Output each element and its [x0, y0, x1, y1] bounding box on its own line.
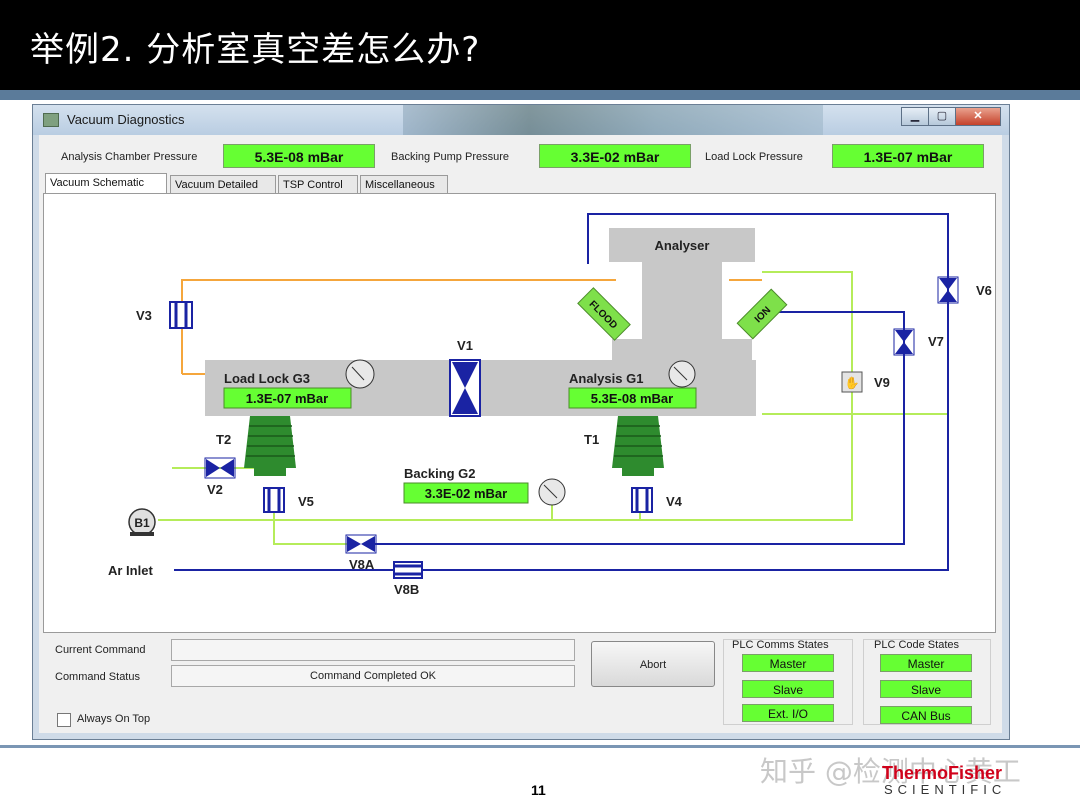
ar-inlet-label: Ar Inlet — [108, 563, 153, 578]
plc-code-group: PLC Code States Master Slave CAN Bus — [863, 639, 991, 725]
analyser-head — [609, 228, 755, 262]
analysis-gauge-label: Analysis G1 — [569, 371, 643, 386]
analysis-chamber-pressure-value: 5.3E-08 mBar — [223, 144, 375, 168]
hand-icon: ✋ — [845, 376, 860, 390]
maximize-button[interactable]: ▢ — [928, 107, 956, 126]
valve-v7[interactable] — [893, 328, 915, 356]
turbo-pump-t2[interactable] — [244, 416, 296, 476]
command-area: Current Command Command Status Command C… — [43, 635, 996, 730]
load-lock-gauge-label: Load Lock G3 — [224, 371, 310, 386]
valve-v2[interactable] — [204, 457, 236, 479]
page-number: 11 — [531, 782, 546, 798]
command-status-label: Command Status — [55, 671, 140, 683]
always-on-top-label: Always On Top — [77, 713, 151, 725]
v9-label: V9 — [874, 375, 890, 390]
footer-line — [0, 745, 1080, 748]
load-lock-gauge-icon — [345, 359, 375, 389]
plc-code-title: PLC Code States — [874, 639, 959, 651]
valve-v9[interactable]: ✋ — [841, 371, 863, 393]
vacuum-schematic-panel: Analyser FLOOD ION Load Lock G3 1.3E-07 … — [43, 193, 996, 633]
plc-code-master[interactable]: Master — [880, 654, 972, 672]
valve-v8a[interactable] — [345, 534, 377, 554]
backing-gauge-icon — [538, 478, 566, 506]
t1-label: T1 — [584, 432, 599, 447]
v3-label: V3 — [136, 308, 152, 323]
analysis-gauge-icon — [668, 360, 696, 388]
blue-argon-lines — [174, 213, 949, 571]
b1-label: B1 — [134, 516, 150, 530]
backing-gauge-readout — [403, 482, 529, 504]
current-command-label: Current Command — [55, 644, 146, 656]
v7-label: V7 — [928, 334, 944, 349]
plc-comms-group: PLC Comms States Master Slave Ext. I/O — [723, 639, 853, 725]
valve-v6[interactable] — [937, 276, 959, 304]
analysis-gauge-readout — [568, 387, 697, 409]
plc-comms-master[interactable]: Master — [742, 654, 834, 672]
v8b-label: V8B — [394, 582, 419, 597]
ion-source[interactable]: ION — [736, 288, 788, 340]
valve-v8b[interactable] — [393, 561, 423, 579]
window-title: Vacuum Diagnostics — [67, 112, 185, 127]
slide-title: 举例2. 分析室真空差怎么办? — [30, 30, 481, 70]
window-client: Analysis Chamber Pressure 5.3E-08 mBar B… — [39, 135, 1002, 733]
v6-label: V6 — [976, 283, 992, 298]
v5-label: V5 — [298, 494, 314, 509]
header-stripe — [0, 90, 1080, 100]
vacuum-diagnostics-window: Vacuum Diagnostics ▁ ▢ ✕ Analysis Chambe… — [32, 104, 1010, 740]
backing-gauge-label: Backing G2 — [404, 466, 476, 481]
load-lock-pressure-label: Load Lock Pressure — [705, 151, 803, 163]
analyser-label: Analyser — [655, 238, 710, 253]
backing-gauge-value: 3.3E-02 mBar — [425, 486, 507, 501]
tab-vacuum-schematic[interactable]: Vacuum Schematic — [45, 173, 167, 194]
analysis-gauge-value: 5.3E-08 mBar — [591, 391, 673, 406]
minimize-button[interactable]: ▁ — [901, 107, 929, 126]
always-on-top-checkbox[interactable] — [57, 713, 71, 727]
valve-v4[interactable] — [631, 487, 653, 513]
slide-header: 举例2. 分析室真空差怎么办? — [0, 0, 1080, 90]
plc-code-slave[interactable]: Slave — [880, 680, 972, 698]
vacuum-schematic-diagram: Analyser FLOOD ION Load Lock G3 1.3E-07 … — [108, 213, 992, 597]
watermark: 知乎 @检测中心黄工 — [760, 755, 1021, 788]
plc-comms-title: PLC Comms States — [732, 639, 829, 651]
t2-label: T2 — [216, 432, 231, 447]
plc-code-can-bus[interactable]: CAN Bus — [880, 706, 972, 724]
title-bar[interactable]: Vacuum Diagnostics ▁ ▢ ✕ — [33, 105, 1009, 135]
tab-vacuum-detailed[interactable]: Vacuum Detailed — [170, 175, 276, 193]
load-lock-pressure-value: 1.3E-07 mBar — [832, 144, 984, 168]
title-bar-background — [403, 105, 823, 135]
close-button[interactable]: ✕ — [955, 107, 1001, 126]
analysis-chamber-pressure-label: Analysis Chamber Pressure — [61, 151, 198, 163]
v1-label: V1 — [457, 338, 473, 353]
valve-v3[interactable] — [169, 301, 193, 329]
plc-comms-ext-io[interactable]: Ext. I/O — [742, 704, 834, 722]
backing-pump-b1[interactable] — [128, 508, 156, 536]
analysis-chamber-top — [612, 339, 752, 363]
load-lock-gauge-readout — [223, 387, 352, 409]
backing-pump-pressure-label: Backing Pump Pressure — [391, 151, 509, 163]
backing-pump-pressure-value: 3.3E-02 mBar — [539, 144, 691, 168]
plc-comms-slave[interactable]: Slave — [742, 680, 834, 698]
load-lock-gauge-value: 1.3E-07 mBar — [246, 391, 328, 406]
flood-source[interactable]: FLOOD — [577, 287, 631, 341]
tab-tsp-control[interactable]: TSP Control — [278, 175, 358, 193]
abort-button[interactable]: Abort — [591, 641, 715, 687]
valve-v1[interactable] — [449, 359, 481, 417]
app-icon — [43, 113, 59, 127]
current-command-field — [171, 639, 575, 661]
v4-label: V4 — [666, 494, 683, 509]
brand-logo: ThermoFisher — [882, 763, 1003, 783]
turbo-pump-t1[interactable] — [612, 416, 664, 476]
orange-vent-line — [181, 279, 762, 375]
v2-label: V2 — [207, 482, 223, 497]
valve-v5[interactable] — [263, 487, 285, 513]
tab-miscellaneous[interactable]: Miscellaneous — [360, 175, 448, 193]
command-status-field: Command Completed OK — [171, 665, 575, 687]
v8a-label: V8A — [349, 557, 375, 572]
brand-subtitle: SCIENTIFIC — [884, 782, 1007, 797]
